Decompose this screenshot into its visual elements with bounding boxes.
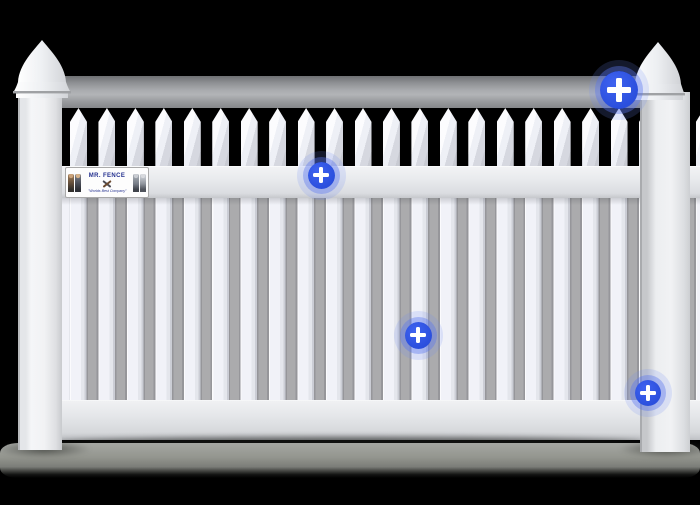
picket — [525, 108, 543, 166]
plus-icon — [409, 326, 427, 344]
picket — [240, 108, 258, 166]
picket-tips — [62, 108, 700, 166]
picket — [411, 108, 429, 166]
badge-mascots-right — [132, 173, 146, 192]
left-post-cap-icon — [13, 40, 71, 98]
picket — [553, 108, 571, 166]
fence-top-cap-rail — [62, 76, 640, 108]
left-post — [18, 90, 62, 450]
fence-middle-rail — [62, 166, 700, 198]
mascot-figure-icon — [139, 173, 146, 192]
picket — [98, 108, 116, 166]
plus-icon — [639, 384, 657, 402]
fence-bottom-rail — [62, 400, 700, 440]
picket — [382, 108, 400, 166]
picket — [212, 108, 230, 166]
fence-ground-shadow — [58, 437, 643, 448]
brand-badge: MR. FENCE "Worlds Best Company" — [65, 167, 149, 198]
picket — [354, 108, 372, 166]
ground-strip — [0, 443, 700, 478]
plus-icon — [607, 78, 631, 102]
picket — [297, 108, 315, 166]
picket — [126, 108, 144, 166]
picket — [468, 108, 486, 166]
picket — [610, 108, 628, 166]
crossed-hammers-icon — [101, 179, 113, 188]
picket — [183, 108, 201, 166]
right-post-cap-icon — [632, 42, 685, 100]
picket — [326, 108, 344, 166]
mascot-figure-icon — [132, 173, 139, 192]
mascot-figure-icon — [68, 173, 74, 192]
brand-name: MR. FENCE — [88, 172, 126, 179]
hotspot-post-cap[interactable] — [600, 71, 638, 109]
picket — [155, 108, 173, 166]
picket — [70, 108, 87, 166]
picket — [269, 108, 287, 166]
picket — [496, 108, 514, 166]
picket — [439, 108, 457, 166]
picket — [582, 108, 600, 166]
hotspot-top-rail[interactable] — [307, 161, 335, 189]
badge-mascots-left — [68, 173, 81, 192]
brand-tagline: "Worlds Best Company" — [87, 187, 127, 193]
hotspot-bottom-rail[interactable] — [635, 380, 661, 406]
mascot-figure-icon — [75, 173, 81, 192]
hotspot-pickets[interactable] — [404, 321, 432, 349]
plus-icon — [312, 166, 330, 184]
picket — [695, 108, 700, 166]
picket-panel — [62, 198, 700, 400]
